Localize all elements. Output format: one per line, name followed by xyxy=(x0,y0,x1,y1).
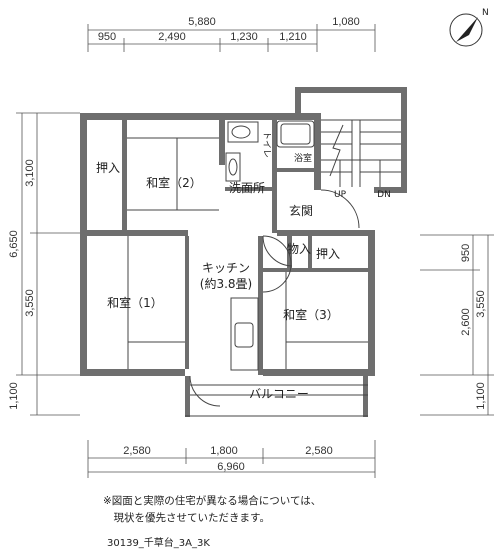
dim-left-total: 6,650 xyxy=(8,230,20,258)
north-arrow: N xyxy=(449,8,489,47)
dim-right-seg-1: 950 xyxy=(460,244,472,262)
dim-bottom-seg-2: 1,800 xyxy=(210,445,238,457)
label-washitsu-2: 和室（2） xyxy=(146,175,202,190)
dim-right-total: 3,550 xyxy=(475,290,487,318)
interior-walls xyxy=(80,120,375,375)
label-genkan: 玄関 xyxy=(289,203,313,218)
dim-top-seg-3: 1,230 xyxy=(230,31,258,43)
bathtub-icon xyxy=(276,120,315,148)
dim-right-seg-2: 2,600 xyxy=(460,308,472,336)
staircase-icon xyxy=(321,119,401,187)
dim-bottom-seg-1: 2,580 xyxy=(123,445,151,457)
disclaimer-note: ※図面と実際の住宅が異なる場合については、 現状を優先させていただきます。 xyxy=(103,493,321,527)
label-washitsu-3: 和室（3） xyxy=(283,307,339,322)
dim-bottom-total: 6,960 xyxy=(217,461,245,473)
dim-top-seg-1: 950 xyxy=(98,31,116,43)
right-dimensions: 950 2,600 3,550 1,100 xyxy=(420,234,494,416)
dim-top-total: 5,880 xyxy=(188,16,216,28)
exterior-walls xyxy=(80,87,407,417)
toilet-icon xyxy=(227,121,259,143)
dim-bottom-seg-3: 2,580 xyxy=(305,445,333,457)
disclaimer-line-1: ※図面と実際の住宅が異なる場合については、 xyxy=(103,495,322,507)
plan-code: 30139_千草台_3A_3K xyxy=(107,538,210,549)
label-senmenjo: 洗面所 xyxy=(229,181,265,195)
label-toilet: トイレ xyxy=(261,131,271,158)
dim-left-seg-1: 3,100 xyxy=(24,159,36,187)
dim-top-seg-4: 1,210 xyxy=(279,31,307,43)
dim-left-balcony: 1,100 xyxy=(8,382,20,410)
dim-left-seg-2: 3,550 xyxy=(24,289,36,317)
disclaimer-line-2: 現状を優先させていただきます。 xyxy=(103,512,270,524)
top-dimensions: 5,880 1,080 950 2,490 1,230 1,210 xyxy=(87,16,376,52)
sink-icon xyxy=(225,152,241,182)
label-washitsu-1: 和室（1） xyxy=(107,295,163,310)
north-label: N xyxy=(482,8,489,18)
label-stair-up: UP xyxy=(334,190,347,200)
dim-top-extra: 1,080 xyxy=(332,16,360,28)
bottom-dimensions: 2,580 1,800 2,580 6,960 xyxy=(87,440,376,478)
label-stair-down: DN xyxy=(377,190,391,200)
label-balcony: バルコニー xyxy=(249,387,309,401)
label-oshiire-left: 押入 xyxy=(96,161,120,175)
entry-door-swing xyxy=(320,189,360,229)
label-yokushitsu: 浴室 xyxy=(294,152,312,164)
room-labels: 押入 和室（2） 和室（1） 和室（3） 押入 物入 キッチン (約3.8畳) … xyxy=(96,131,391,401)
label-kitchen-size: (約3.8畳) xyxy=(200,276,252,291)
dim-top-seg-2: 2,490 xyxy=(158,31,186,43)
kitchen-counter-icon xyxy=(230,297,259,371)
dim-right-balcony: 1,100 xyxy=(475,382,487,410)
label-kitchen: キッチン xyxy=(202,261,250,275)
left-dimensions: 6,650 3,100 3,550 1,100 xyxy=(8,112,80,416)
label-monoire: 物入 xyxy=(287,242,311,256)
fixtures xyxy=(127,119,401,407)
label-oshiire-right: 押入 xyxy=(316,247,340,261)
